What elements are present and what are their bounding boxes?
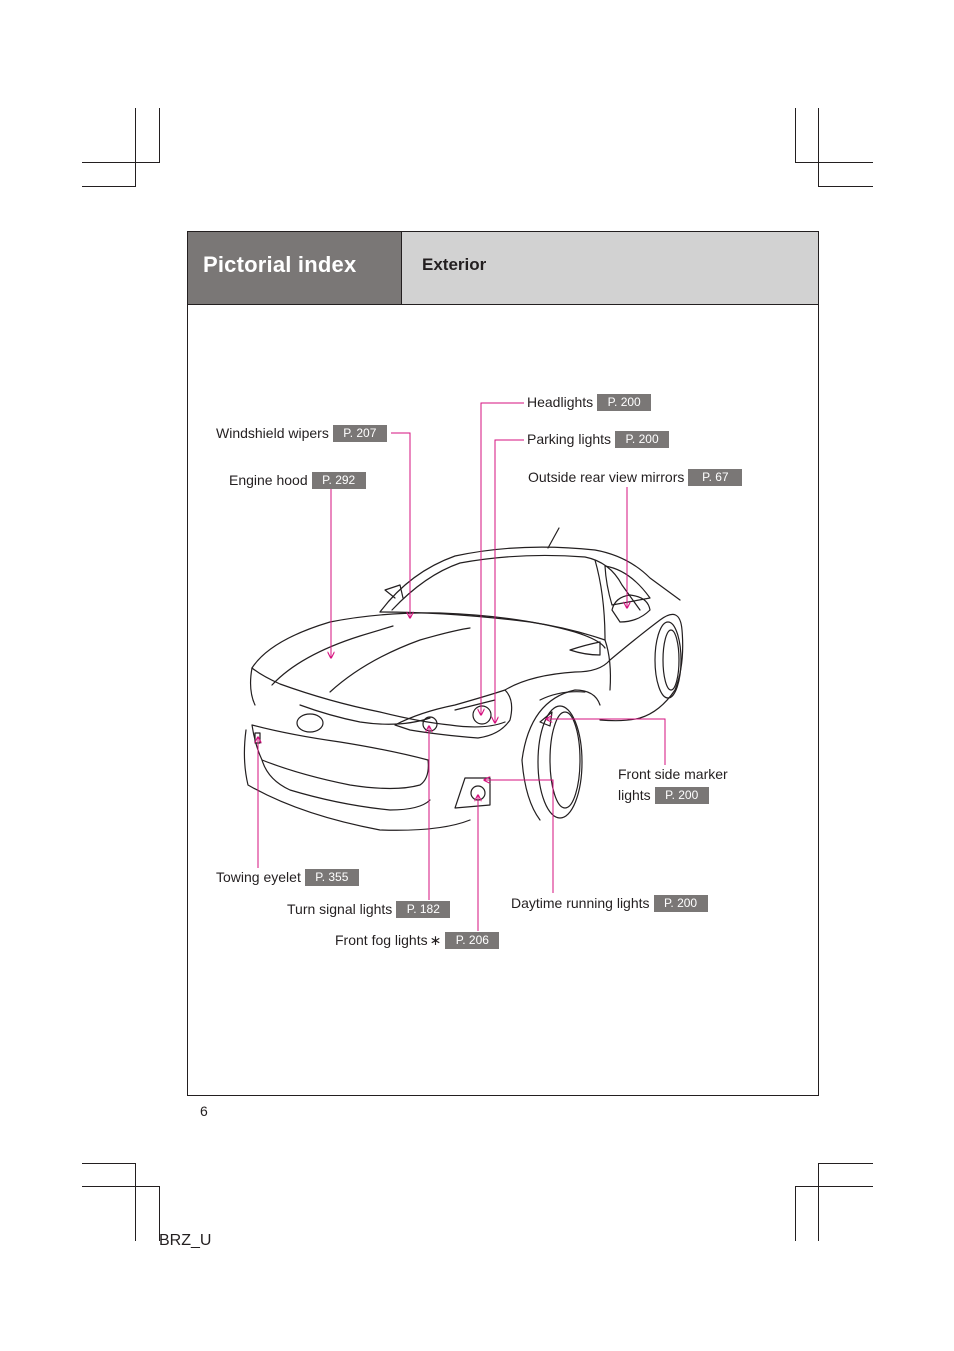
callout-label: Windshield wipers xyxy=(216,425,329,441)
crop-mark-tr-h1 xyxy=(795,162,873,163)
page-ref-badge[interactable]: P. 355 xyxy=(304,869,359,886)
callout-label: Headlights xyxy=(527,394,594,410)
subsection-title: Exterior xyxy=(422,255,487,274)
page-ref-badge[interactable]: P. 67 xyxy=(688,469,743,486)
section-title: Pictorial index xyxy=(203,252,357,277)
crop-mark-tl-h2 xyxy=(82,186,136,187)
car-outline xyxy=(243,527,684,831)
callout-label: Outside rear view mirrors xyxy=(528,469,685,485)
callout-label: Daytime running lights xyxy=(511,895,650,911)
model-code: BRZ_U xyxy=(159,1232,212,1249)
header-section-box: Pictorial index xyxy=(188,232,402,305)
crop-mark-tr-h2 xyxy=(818,186,873,187)
crop-mark-bl-v2 xyxy=(159,1186,160,1241)
callout-label: Engine hood xyxy=(229,472,308,488)
crop-mark-br-v1 xyxy=(818,1163,819,1241)
crop-mark-br-h1 xyxy=(818,1163,873,1164)
crop-mark-tl-v1 xyxy=(135,108,136,187)
crop-mark-tl-v2 xyxy=(159,108,160,163)
page-ref-badge[interactable]: P. 207 xyxy=(332,425,387,442)
callout-front-fog: Front fog lights∗P. 206 xyxy=(335,931,500,949)
crop-mark-bl-h1 xyxy=(82,1163,136,1164)
header-subsection-box: Exterior xyxy=(402,232,818,305)
page-ref-badge[interactable]: P. 292 xyxy=(311,472,366,489)
callout-label: Parking lights xyxy=(527,431,612,447)
page-number: 6 xyxy=(200,1103,208,1119)
crop-mark-bl-h2 xyxy=(82,1186,160,1187)
callout-label: Towing eyelet xyxy=(216,869,301,885)
leader-lines xyxy=(258,402,666,931)
callout-label-line1: Front side marker xyxy=(618,766,728,782)
crop-mark-tr-v1 xyxy=(795,108,796,163)
page-ref-badge[interactable]: P. 182 xyxy=(396,901,451,918)
callout-label: Turn signal lights xyxy=(287,901,393,917)
callout-label-line2: lights xyxy=(618,787,651,803)
page-ref-badge[interactable]: P. 200 xyxy=(615,431,670,448)
footnote-marker: ∗ xyxy=(429,932,442,948)
callout-label: Front fog lights xyxy=(335,932,428,948)
crop-mark-tr-v2 xyxy=(818,108,819,187)
crop-mark-tl-h1 xyxy=(82,162,160,163)
page-ref-badge[interactable]: P. 200 xyxy=(653,895,708,912)
content-frame: Pictorial index Exterior xyxy=(187,231,819,1096)
page-ref-badge[interactable]: P. 200 xyxy=(597,394,652,411)
crop-mark-br-v2 xyxy=(795,1186,796,1241)
crop-mark-bl-v1 xyxy=(135,1163,136,1241)
crop-mark-br-h2 xyxy=(795,1186,873,1187)
page-ref-badge[interactable]: P. 206 xyxy=(445,932,500,949)
page-ref-badge[interactable]: P. 200 xyxy=(654,787,709,804)
